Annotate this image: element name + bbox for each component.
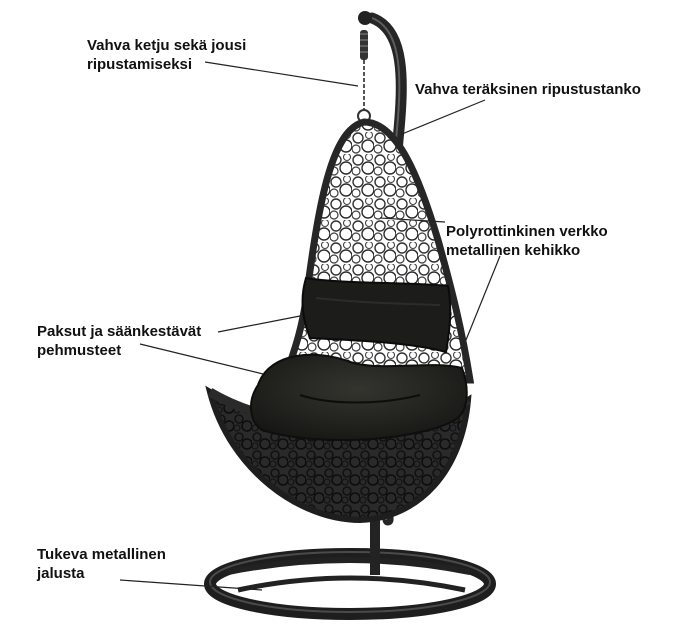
callout-chain-line1: Vahva ketju sekä jousi (87, 37, 247, 54)
leader-base (119, 579, 263, 591)
leader-cushion-top (217, 315, 301, 333)
stand-base (204, 520, 496, 620)
callout-mesh: Polyrottinkinen verkko metallinen kehikk… (446, 222, 608, 260)
callout-cushions-line2: pehmusteet (37, 342, 122, 359)
leader-cushion-bottom (139, 343, 264, 375)
leader-mesh-bottom (465, 255, 501, 341)
callout-cushions-line1: Paksut ja säänkestävät (37, 323, 202, 340)
leader-lines (119, 61, 501, 591)
leader-pole (401, 99, 486, 135)
chain-and-spring (357, 30, 371, 123)
callout-base: Tukeva metallinen jalusta (37, 545, 166, 583)
callout-mesh-line2: metallinen kehikko (446, 242, 581, 259)
callout-cushions: Paksut ja säänkestävät pehmusteet (37, 322, 201, 360)
leader-mesh-top (379, 217, 446, 223)
callout-stand-pole: Vahva teräksinen ripustustanko (415, 80, 641, 99)
callout-chain-line2: ripustamiseksi (87, 56, 193, 73)
callout-chain: Vahva ketju sekä jousi ripustamiseksi (87, 36, 246, 74)
leader-chain (204, 61, 359, 87)
callout-mesh-line1: Polyrottinkinen verkko (446, 223, 608, 240)
callout-base-line1: Tukeva metallinen (37, 546, 166, 563)
callout-stand-pole-line1: Vahva teräksinen ripustustanko (415, 81, 641, 98)
cushions (250, 276, 468, 442)
callout-base-line2: jalusta (37, 565, 85, 582)
